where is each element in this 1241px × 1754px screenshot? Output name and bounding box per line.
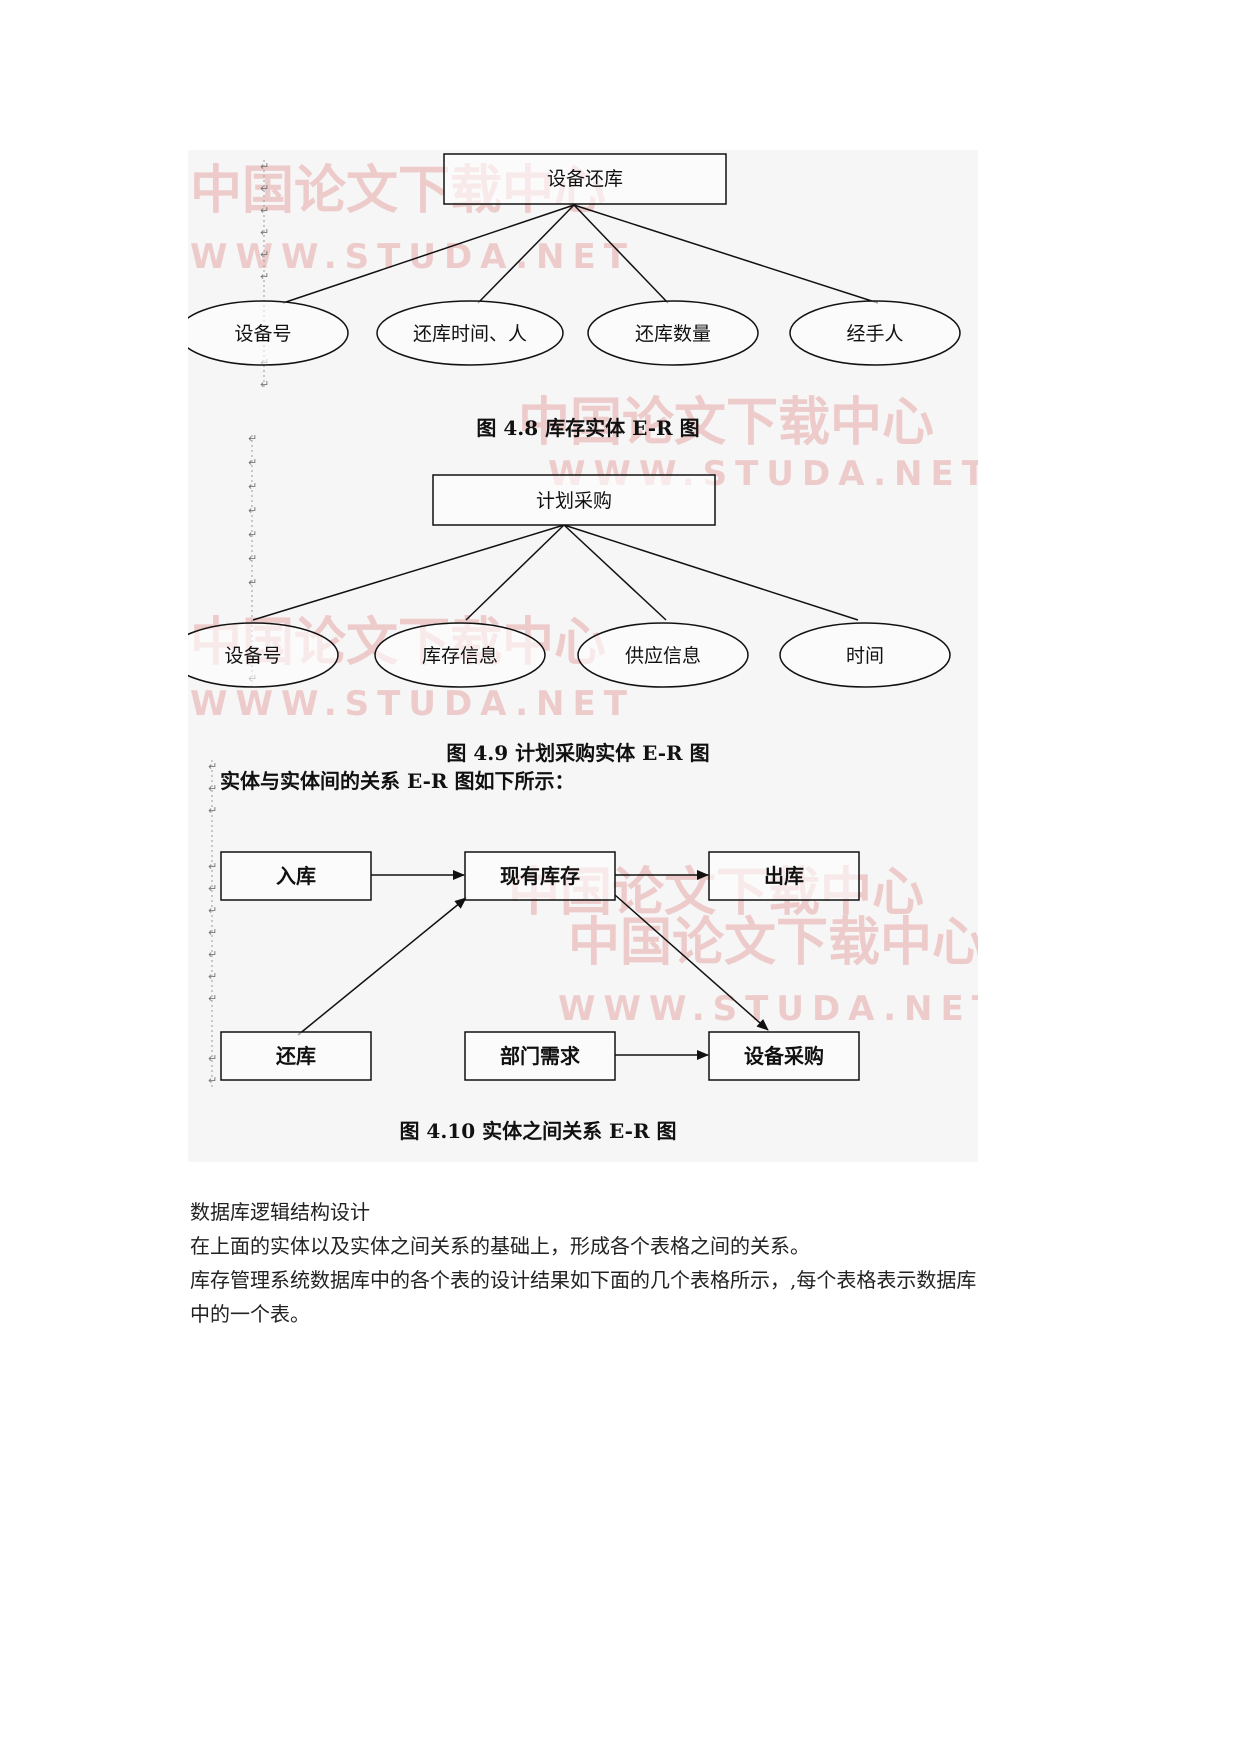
svg-text:↵: ↵ — [208, 970, 217, 983]
entity-box-dept — [464, 1031, 616, 1081]
attribute-ellipse — [779, 622, 951, 688]
entity-box-purchase — [708, 1031, 860, 1081]
er-diagram: 中国论文下载中心 WWW.STUDA.NET 中国论文下载中心 WWW.STUD… — [188, 153, 978, 1143]
watermark-cn: 中国论文下载中心 — [568, 913, 978, 973]
svg-text:↵: ↵ — [260, 270, 269, 283]
watermark-cn: 中国论文下载中心 — [518, 393, 934, 453]
relations-heading: 实体与实体间的关系 E-R 图如下所示： — [220, 769, 574, 793]
attribute-ellipse — [374, 622, 546, 688]
svg-text:↵: ↵ — [248, 432, 257, 445]
entity-box-return — [220, 1031, 372, 1081]
entity-box-in — [220, 851, 372, 901]
attribute-label: 还库时间、人 — [413, 323, 527, 345]
attribute-ellipse — [188, 300, 349, 366]
figure-caption: 图 4.10 实体之间关系 E-R 图 — [399, 1119, 676, 1143]
watermark-en: WWW.STUDA.NET — [190, 684, 635, 724]
watermark-en: WWW.STUDA.NET — [558, 989, 978, 1029]
svg-text:↵: ↵ — [208, 860, 217, 873]
entity-box-out — [708, 851, 860, 901]
figure-caption: 图 4.8 库存实体 E-R 图 — [476, 416, 699, 440]
attribute-label: 供应信息 — [625, 645, 701, 667]
svg-text:↵: ↵ — [208, 804, 217, 817]
watermark-en: WWW.STUDA.NET — [190, 237, 635, 277]
paragraph-line: 库存管理系统数据库中的各个表的设计结果如下面的几个表格所示，,每个表格表示数据库 — [190, 1268, 977, 1292]
svg-text:↵: ↵ — [208, 926, 217, 939]
entity-label: 出库 — [764, 864, 804, 888]
attribute-label: 还库数量 — [635, 323, 711, 345]
svg-text:↵: ↵ — [260, 160, 269, 173]
svg-text:↵: ↵ — [260, 378, 269, 391]
attribute-ellipse — [789, 300, 961, 366]
svg-text:↵: ↵ — [208, 882, 217, 895]
svg-text:↵: ↵ — [260, 226, 269, 239]
attribute-label: 经手人 — [846, 323, 903, 345]
svg-text:↵: ↵ — [260, 204, 269, 217]
attribute-ellipse — [188, 622, 339, 688]
entity-label: 部门需求 — [500, 1044, 581, 1068]
attribute-label: 设备号 — [234, 323, 291, 345]
diagram-equipment-return: 设备还库 设备号 还库时间、人 还库数量 经手人 图 4.8 库存实体 E-R … — [188, 153, 961, 440]
attribute-label: 时间 — [846, 645, 884, 667]
entity-box-planned-purchase — [432, 474, 716, 526]
attribute-label: 库存信息 — [422, 645, 498, 667]
svg-text:↵: ↵ — [208, 760, 217, 773]
attribute-ellipse — [577, 622, 749, 688]
svg-text:↵: ↵ — [248, 528, 257, 541]
svg-text:↵: ↵ — [248, 552, 257, 565]
attribute-label: 设备号 — [224, 645, 281, 667]
svg-text:↵: ↵ — [248, 480, 257, 493]
attribute-ellipse — [587, 300, 759, 366]
entity-box-equipment-return — [443, 153, 727, 205]
section-heading: 数据库逻辑结构设计 — [190, 1200, 370, 1224]
entity-label: 设备采购 — [744, 1044, 824, 1068]
entity-label: 还库 — [275, 1044, 316, 1068]
entity-label: 设备还库 — [547, 168, 623, 190]
svg-text:↵: ↵ — [248, 576, 257, 589]
paragraph-line: 中的一个表。 — [190, 1302, 310, 1326]
svg-text:↵: ↵ — [208, 1074, 217, 1087]
svg-text:↵: ↵ — [208, 948, 217, 961]
svg-text:↵: ↵ — [208, 992, 217, 1005]
svg-text:↵: ↵ — [260, 182, 269, 195]
entity-label: 现有库存 — [500, 864, 580, 888]
diagram-planned-purchase: 计划采购 设备号 库存信息 供应信息 时间 图 4.9 计划采购实体 E-R 图 — [188, 474, 951, 765]
entity-box-stock — [464, 851, 616, 901]
entity-label: 入库 — [276, 864, 316, 888]
svg-text:↵: ↵ — [208, 1052, 217, 1065]
figure-caption: 图 4.9 计划采购实体 E-R 图 — [446, 741, 709, 765]
entity-label: 计划采购 — [536, 490, 612, 512]
attribute-ellipse — [376, 300, 564, 366]
diagram-entity-relations: 入库 现有库存 出库 还库 部门需求 设备采购 图 4.10 实体之间关系 E-… — [220, 851, 860, 1143]
svg-text:↵: ↵ — [248, 504, 257, 517]
svg-text:↵: ↵ — [208, 904, 217, 917]
svg-text:↵: ↵ — [260, 248, 269, 261]
svg-text:↵: ↵ — [208, 782, 217, 795]
paragraph-line: 在上面的实体以及实体之间关系的基础上，形成各个表格之间的关系。 — [190, 1234, 810, 1258]
er-diagram-figure: 中国论文下载中心 WWW.STUDA.NET 中国论文下载中心 WWW.STUD… — [188, 150, 978, 1162]
svg-text:↵: ↵ — [248, 456, 257, 469]
